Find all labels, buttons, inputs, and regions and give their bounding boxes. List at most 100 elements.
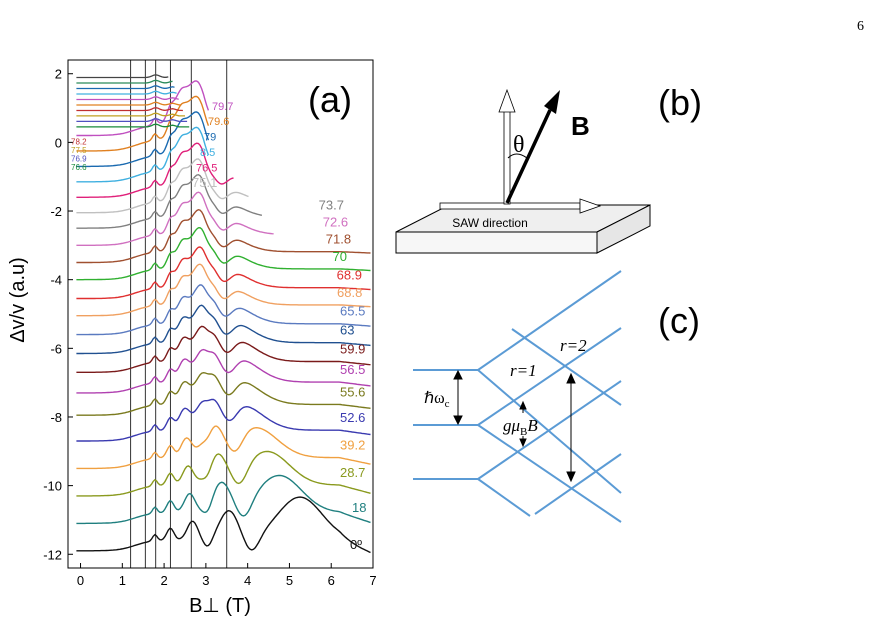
top-strip-curve-0 xyxy=(76,123,190,128)
theta-arc xyxy=(507,153,528,159)
series-label-55-6: 55.6 xyxy=(340,384,365,399)
series-label-52-6: 52.6 xyxy=(340,410,365,425)
x-tick-label-1: 1 xyxy=(119,573,126,588)
series-curve-79-7 xyxy=(76,80,210,137)
x-tick-label-4: 4 xyxy=(244,573,251,588)
gmub-arrow xyxy=(519,400,527,448)
sample-front-face xyxy=(395,231,598,254)
series-curve-39-2 xyxy=(76,425,371,470)
level-lines xyxy=(413,270,622,523)
series-curve-71-8 xyxy=(76,208,371,264)
series-curve-79 xyxy=(76,111,210,168)
series-label-39-2: 39.2 xyxy=(340,438,365,453)
stacked-label-78-2: 78.2 xyxy=(71,137,87,146)
panel-b-diagram: (b) SAW direction θ B xyxy=(395,82,702,254)
y-axis-label: Δv/v (a.u) xyxy=(7,257,29,343)
series-curve-59-9 xyxy=(76,325,371,373)
series-label-56-5: 56.5 xyxy=(340,362,365,377)
y-ticks: 20-2-4-6-8-10-12 xyxy=(43,67,73,562)
top-strip-curve-6 xyxy=(76,90,177,95)
series-label-59-9: 59.9 xyxy=(340,341,365,356)
panel-c-diagram: (c) ℏωc gμBB xyxy=(413,270,700,523)
curves xyxy=(76,74,371,554)
x-tick-label-6: 6 xyxy=(328,573,335,588)
series-curve-70 xyxy=(76,226,371,281)
series-curve-28-7 xyxy=(76,450,371,497)
x-ticks: 0 1 2 3 4 5 6 7 xyxy=(77,563,377,588)
top-strip-curve-8 xyxy=(76,79,173,84)
y-tick-label-3: -4 xyxy=(50,273,62,288)
series-label-0º: 0º xyxy=(350,537,362,552)
series-label-68-9: 68.9 xyxy=(337,268,362,283)
series-label-72-6: 72.6 xyxy=(323,214,348,229)
page-number: 6 xyxy=(857,19,864,34)
series-label-8-5: 8.5 xyxy=(200,147,215,159)
hbar-omega-arrow xyxy=(453,369,463,426)
series-label-76-5: 76.5 xyxy=(196,163,217,175)
y-tick-label-0: 2 xyxy=(55,67,62,82)
x-tick-label-0: 0 xyxy=(77,573,84,588)
x-tick-label-5: 5 xyxy=(286,573,293,588)
series-curve-73-7 xyxy=(76,173,263,229)
series-curve-79-6 xyxy=(76,95,210,152)
series-curve-72-6 xyxy=(76,191,274,246)
series-curve-76-5 xyxy=(76,142,234,198)
series-curve-75-1 xyxy=(76,158,249,214)
saw-direction-label: SAW direction xyxy=(452,216,528,230)
r2-arrow xyxy=(566,372,576,483)
r1-label: r=1 xyxy=(510,361,537,380)
top-strip-curve-5 xyxy=(76,96,179,101)
b-field-label: B xyxy=(571,111,590,141)
top-strip-curve-1 xyxy=(76,118,188,123)
top-strip-curve-2 xyxy=(76,112,185,117)
stacked-label-77-5: 77.5 xyxy=(71,146,87,155)
plot-frame xyxy=(67,59,374,569)
series-curve-68-8 xyxy=(76,263,371,317)
y-tick-label-2: -2 xyxy=(50,204,62,219)
top-strip-curve-4 xyxy=(76,101,181,106)
series-label-75-1: 75.1 xyxy=(192,175,217,190)
gmub-label: gμBB xyxy=(503,416,538,438)
series-curve-56-5 xyxy=(76,348,371,394)
sample-side-face xyxy=(596,204,651,254)
x-tick-label-3: 3 xyxy=(202,573,209,588)
x-tick-label-2: 2 xyxy=(160,573,167,588)
series-label-63: 63 xyxy=(340,323,354,338)
panel-c-label: (c) xyxy=(658,300,700,341)
series-curve-52-6 xyxy=(76,398,371,442)
b-field-arrow xyxy=(505,109,552,204)
y-tick-label-1: 0 xyxy=(55,135,62,150)
stacked-label-76-6: 76.6 xyxy=(71,163,87,172)
series-label-68-8: 68.8 xyxy=(337,285,362,300)
stacked-label-76-9: 76.9 xyxy=(71,155,87,164)
x-tick-label-7: 7 xyxy=(369,573,376,588)
series-label-79-6: 79.6 xyxy=(208,116,229,128)
series-label-79: 79 xyxy=(204,132,216,144)
series-label-71-8: 71.8 xyxy=(326,232,351,247)
hbar-omega-label: ℏωc xyxy=(424,390,450,410)
x-axis-label: B⊥ (T) xyxy=(189,595,251,617)
series-labels: 0º 18 28.7 39.2 52.6 55.6 56.5 59.9 63 65.5 68.8 68… xyxy=(71,101,366,552)
y-tick-label-7: -12 xyxy=(43,547,62,562)
panel-b-label: (b) xyxy=(658,82,702,123)
series-label-79-7: 79.7 xyxy=(212,101,233,113)
top-strip-curve-3 xyxy=(76,107,183,112)
series-curve-18 xyxy=(76,474,371,525)
series-label-65-5: 65.5 xyxy=(340,304,365,319)
r2-label: r=2 xyxy=(560,336,587,355)
panel-a-label: (a) xyxy=(308,79,352,120)
top-strip-curve-7 xyxy=(76,85,175,90)
y-tick-label-4: -6 xyxy=(50,341,62,356)
y-tick-label-5: -8 xyxy=(50,410,62,425)
series-label-28-7: 28.7 xyxy=(340,465,365,480)
series-curve-55-6 xyxy=(76,371,371,416)
series-curve-63 xyxy=(76,304,371,355)
series-curve-68-9 xyxy=(76,246,371,300)
series-label-18: 18 xyxy=(352,500,366,515)
series-curve-65-5 xyxy=(76,284,371,336)
series-curve-8-5 xyxy=(76,126,210,183)
b-field-arrowhead xyxy=(544,90,560,114)
top-strip-curve-9 xyxy=(76,74,169,79)
